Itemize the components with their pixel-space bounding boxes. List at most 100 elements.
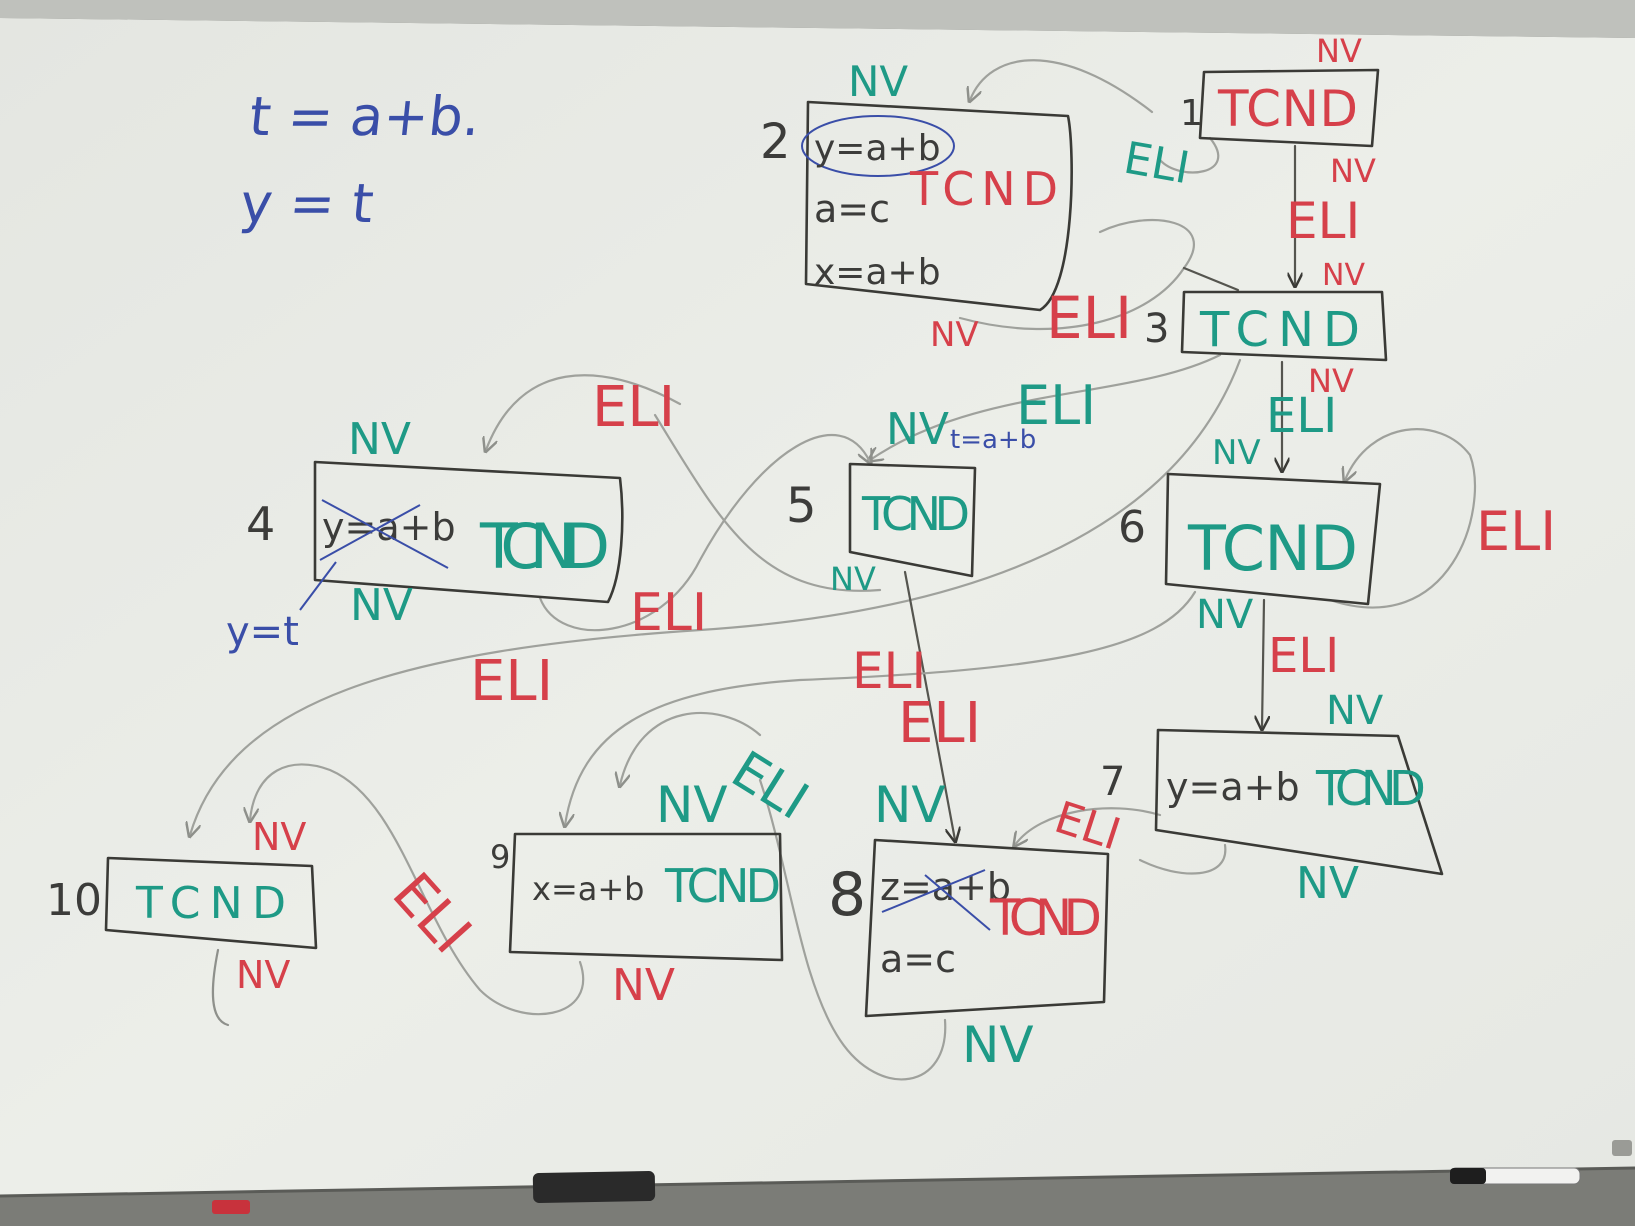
eli-label: ELI xyxy=(1266,388,1337,444)
nv-label: NV xyxy=(1296,858,1359,909)
edge-4-to-5 xyxy=(538,433,870,632)
nv-label: NV xyxy=(1212,433,1261,473)
edge-9-to-10 xyxy=(250,763,585,1016)
node-6-box xyxy=(1164,472,1382,606)
nv-label: NV xyxy=(350,580,413,631)
node-7-number: 7 xyxy=(1100,759,1125,805)
marker-tray xyxy=(0,1168,1635,1226)
edge-10-exit xyxy=(211,948,230,1027)
edge-1-self xyxy=(1158,136,1220,174)
tray-clip-icon xyxy=(1612,1140,1632,1156)
eli-label: ELI xyxy=(630,583,707,643)
node-4-below-note: y=t xyxy=(226,609,299,655)
node-9-number: 9 xyxy=(490,838,510,876)
note-line-2: y = t xyxy=(237,172,376,235)
edge-labels: NV NV NV NV NV NV NV NV NV NV NV NV NV N… xyxy=(236,32,1556,1074)
nv-label: NV xyxy=(1326,688,1384,734)
black-marker-icon[interactable] xyxy=(1449,1167,1581,1185)
edge-7-to-8 xyxy=(1015,807,1162,845)
nv-label: NV xyxy=(252,815,306,859)
nv-label: NV xyxy=(656,776,728,834)
nv-label: NV xyxy=(1316,32,1362,70)
eraser-icon[interactable] xyxy=(532,1171,656,1203)
node-9-box xyxy=(508,832,784,962)
node-7-tag: TCND xyxy=(1315,761,1426,817)
node-4-number: 4 xyxy=(246,497,275,551)
edge-4-loop xyxy=(486,374,682,450)
nv-label: NV xyxy=(1330,152,1376,190)
nv-label: NV xyxy=(848,57,908,106)
edge-8-to-8 xyxy=(758,778,947,1081)
node-2-tag: TCND xyxy=(909,162,1058,216)
node-2-stmt-1: y=a+b xyxy=(814,128,941,169)
nv-label: NV xyxy=(1196,592,1254,638)
eli-label: ELI xyxy=(1120,133,1193,195)
eli-label: ELI xyxy=(1016,374,1096,437)
node-4-box xyxy=(313,460,624,604)
node-3-label: TCND xyxy=(1199,302,1360,358)
edge-4-cross xyxy=(653,413,882,592)
edge-1-to-2 xyxy=(970,59,1154,114)
edge-3-to-5 xyxy=(870,353,1222,460)
edge-2-to-3b xyxy=(1182,266,1240,292)
eli-label: ELI xyxy=(470,649,553,714)
eli-label: ELI xyxy=(852,642,926,700)
node-7-box xyxy=(1154,728,1444,876)
nv-label: NV xyxy=(962,1016,1034,1074)
node-10-label: TCND xyxy=(135,878,286,929)
nv-label: NV xyxy=(930,315,979,355)
node-9-tag: TCND xyxy=(664,859,781,913)
nv-label: NV xyxy=(1322,258,1365,293)
board-surface xyxy=(0,18,1635,1196)
eli-label: ELI xyxy=(1046,284,1132,352)
edge-5-to-8 xyxy=(903,570,955,840)
nv-label: NV xyxy=(886,404,949,455)
eli-label: ELI xyxy=(1268,628,1339,684)
node-5-number: 5 xyxy=(786,478,817,534)
node-1-number: 1 xyxy=(1180,93,1203,134)
node-2-number: 2 xyxy=(760,114,791,170)
node-6-number: 6 xyxy=(1118,502,1146,553)
nv-label: NV xyxy=(348,414,411,465)
top-left-notes: t = a+b. y = t xyxy=(237,85,483,235)
edge-6-to-7 xyxy=(1262,598,1264,728)
edge-9-loop xyxy=(620,711,762,785)
node-5-above-note: t=a+b xyxy=(950,425,1036,455)
edge-6-self xyxy=(1328,428,1477,609)
node-8-number: 8 xyxy=(828,860,866,930)
node-2-box xyxy=(804,100,1073,312)
edge-7-self xyxy=(1138,843,1227,875)
node-5-box xyxy=(848,462,977,578)
node-4-tag: TCND xyxy=(479,510,610,583)
node-2-stmt-3: x=a+b xyxy=(814,252,941,293)
node-3-number: 3 xyxy=(1144,306,1169,352)
edge-6-to-9 xyxy=(565,590,1197,825)
nv-label: NV xyxy=(1308,362,1354,400)
node-7-stmt-1: y=a+b xyxy=(1166,765,1300,809)
red-marker-icon[interactable] xyxy=(212,1200,250,1214)
note-line-1: t = a+b. xyxy=(246,85,483,148)
node-5-label: TCND xyxy=(861,487,970,541)
nodes xyxy=(104,68,1444,1018)
node-9-stmt-1: x=a+b xyxy=(532,870,644,908)
node-2-stmt-2: a=c xyxy=(814,187,890,231)
node-1-box xyxy=(1198,68,1380,148)
nv-label: NV xyxy=(612,960,675,1011)
edge-3-to-10 xyxy=(190,358,1242,835)
eli-label: ELI xyxy=(1286,192,1360,250)
eli-label: ELI xyxy=(1476,500,1556,563)
node-8-stmt-2: a=c xyxy=(880,937,956,981)
node-10-box xyxy=(104,856,318,950)
node-3-box xyxy=(1180,290,1388,362)
nv-label: NV xyxy=(874,776,946,834)
node-6-label: TCND xyxy=(1187,512,1358,585)
eli-label: ELI xyxy=(592,375,675,440)
node-8-tag: TCND xyxy=(989,889,1102,947)
nv-label: NV xyxy=(830,560,876,598)
edges xyxy=(190,59,1477,1081)
node-1-label: TCND xyxy=(1217,80,1358,138)
eli-label: ELI xyxy=(898,691,981,756)
edge-2-to-3 xyxy=(958,218,1195,331)
